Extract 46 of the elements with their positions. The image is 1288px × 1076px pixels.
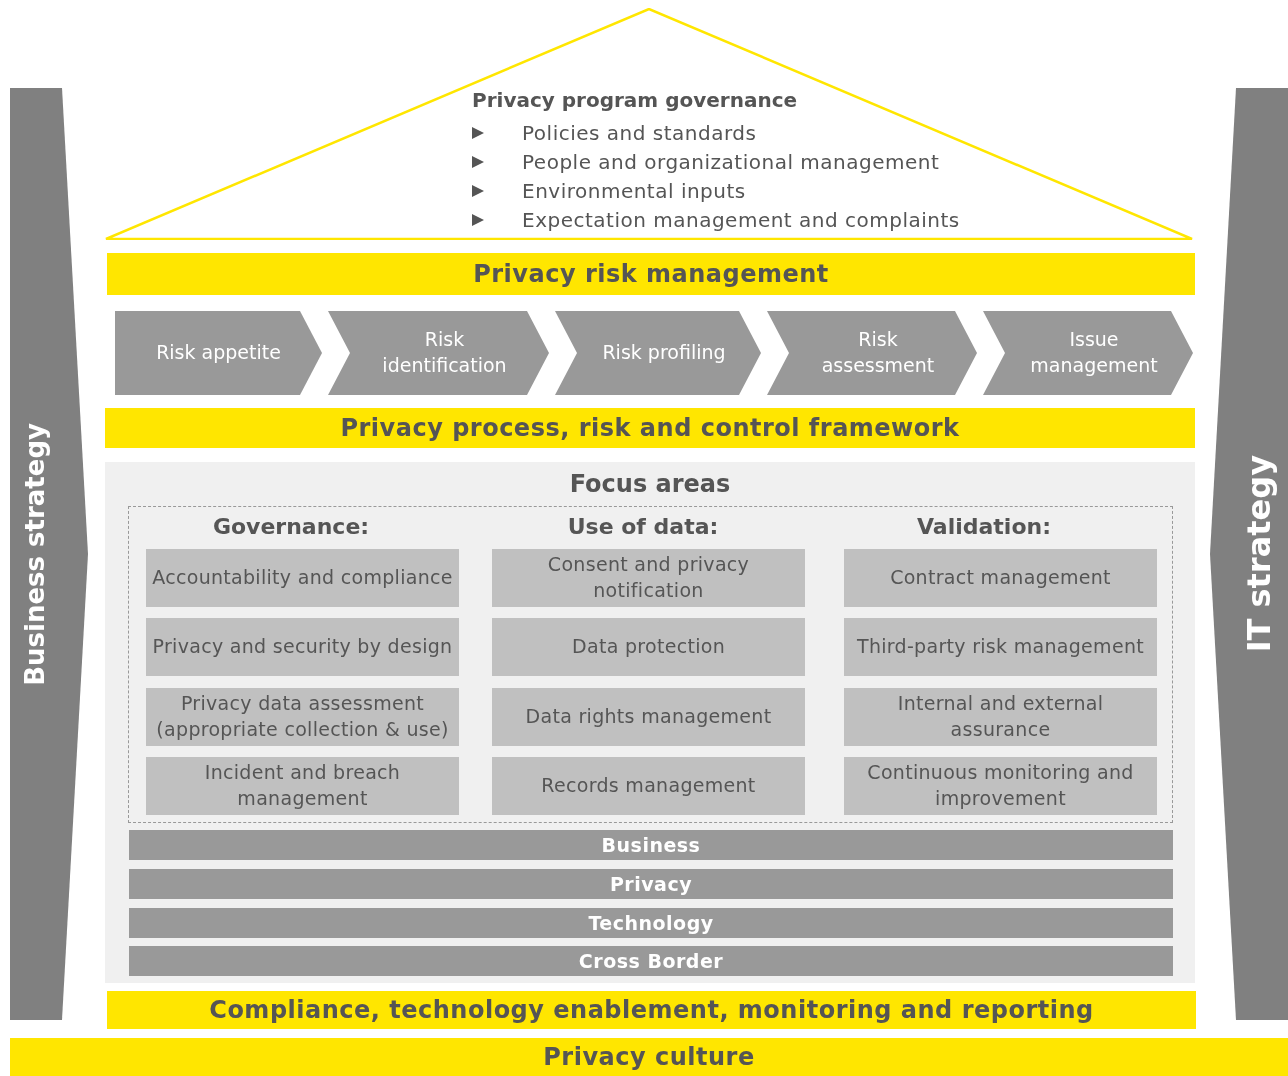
- roof-heading: Privacy program governance: [472, 88, 799, 112]
- step-label: Issue management: [1029, 327, 1159, 378]
- focus-area-box: Internal and external assurance: [844, 688, 1157, 746]
- focus-area-box: Data protection: [492, 618, 805, 676]
- bullet-text: Environmental inputs: [522, 178, 746, 203]
- step-label: Risk appetite: [155, 340, 282, 366]
- bullet-text: Expectation management and complaints: [522, 207, 960, 232]
- focus-area-box: Consent and privacy notification: [492, 549, 805, 607]
- chevron-step: [983, 311, 1193, 395]
- step-label: Risk identification: [381, 327, 508, 378]
- bullet-text: People and organizational management: [522, 149, 940, 174]
- focus-area-box: Records management: [492, 757, 805, 815]
- panel-heading: Focus areas: [568, 470, 732, 498]
- focus-area-box: Accountability and compliance: [146, 549, 459, 607]
- column-heading: Governance:: [211, 514, 371, 539]
- strategy-pillar: [10, 88, 90, 1020]
- focus-areas-panel: [105, 462, 1195, 983]
- dimension-bar: Cross Border: [129, 946, 1173, 976]
- column-heading: Use of data:: [566, 514, 720, 539]
- roof-triangle: [105, 8, 1193, 240]
- chevron-step: [555, 311, 761, 395]
- band: Privacy culture: [10, 1038, 1288, 1076]
- dashed-frame: [128, 506, 1173, 823]
- column-heading: Validation:: [916, 514, 1052, 539]
- focus-area-box: Continuous monitoring and improvement: [844, 757, 1157, 815]
- pillar-label: IT strategy: [1240, 455, 1278, 653]
- chevron-step: [767, 311, 977, 395]
- dimension-bar: Privacy: [129, 869, 1173, 899]
- pillar-label: Business strategy: [20, 422, 50, 686]
- step-label: Risk profiling: [601, 340, 727, 366]
- focus-area-box: Data rights management: [492, 688, 805, 746]
- dimension-bar: Technology: [129, 908, 1173, 938]
- step-label: Risk assessment: [820, 327, 936, 378]
- focus-area-box: Privacy and security by design: [146, 618, 459, 676]
- band: Privacy risk management: [107, 253, 1195, 295]
- chevron-step: [115, 311, 322, 395]
- strategy-pillar: [1208, 88, 1288, 1020]
- focus-area-box: Privacy data assessment (appropriate collection & use): [146, 688, 459, 746]
- focus-area-box: Incident and breach management: [146, 757, 459, 815]
- chevron-step: [328, 311, 549, 395]
- focus-area-box: Third-party risk management: [844, 618, 1157, 676]
- band: Compliance, technology enablement, monitoring and reporting: [107, 991, 1196, 1029]
- band: Privacy process, risk and control framework: [105, 408, 1195, 448]
- bullet-text: Policies and standards: [522, 120, 757, 145]
- focus-area-box: Contract management: [844, 549, 1157, 607]
- dimension-bar: Business: [129, 830, 1173, 860]
